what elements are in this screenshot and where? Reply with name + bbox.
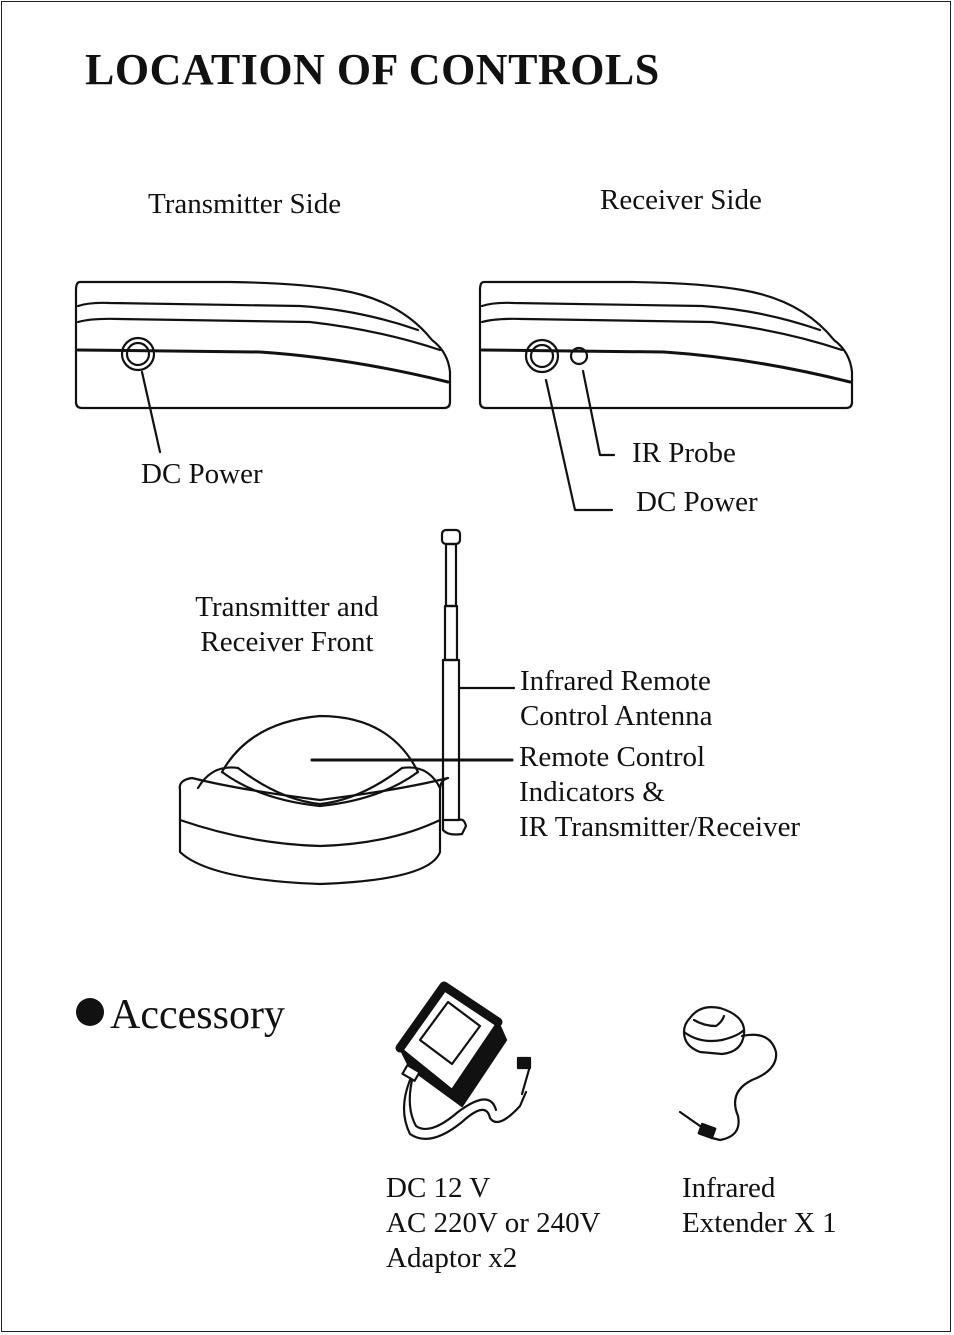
indicators-label-line2: Indicators & [519,776,665,808]
indicators-label: Remote Control Indicators & IR Transmitt… [519,740,800,845]
dc-power-jack [524,338,560,374]
ir-extender-illustration [678,1006,778,1142]
extender-caption-line2: Extender X 1 [682,1207,837,1239]
dc-power-jack [120,336,156,372]
receiver-dc-power-label: DC Power [636,486,758,518]
transmitter-side-heading: Transmitter Side [148,188,342,220]
antenna-tip [440,528,462,546]
adaptor-illustration [395,981,532,1140]
extender-caption-line1: Infrared [682,1172,776,1204]
transmitter-dc-power-label: DC Power [141,458,263,490]
adaptor-caption-line3: Adaptor x2 [386,1242,518,1274]
extender-caption: Infrared Extender X 1 [682,1171,837,1241]
receiver-side-heading: Receiver Side [600,184,762,216]
adaptor-caption: DC 12 V AC 220V or 240V Adaptor x2 [386,1171,601,1276]
receiver-side-unit [478,280,854,512]
transmitter-side-unit [74,280,452,454]
antenna-label-line1: Infrared Remote [520,665,711,697]
antenna-label-line2: Control Antenna [520,700,713,732]
accessory-heading: Accessory [110,992,285,1038]
indicators-label-line3: IR Transmitter/Receiver [519,811,801,843]
page-title: LOCATION OF CONTROLS [85,45,660,94]
adaptor-caption-line2: AC 220V or 240V [386,1207,601,1239]
adaptor-caption-line1: DC 12 V [386,1172,491,1204]
front-heading-line1: Transmitter and [195,591,379,623]
indicators-label-line1: Remote Control [519,741,706,773]
front-unit [178,528,516,886]
front-heading: Transmitter and Receiver Front [186,590,388,660]
antenna-label: Infrared Remote Control Antenna [520,664,713,734]
ir-probe-label: IR Probe [632,437,736,469]
ir-probe-jack [569,346,589,366]
front-heading-line2: Receiver Front [200,626,374,658]
bullet-icon [76,998,104,1026]
